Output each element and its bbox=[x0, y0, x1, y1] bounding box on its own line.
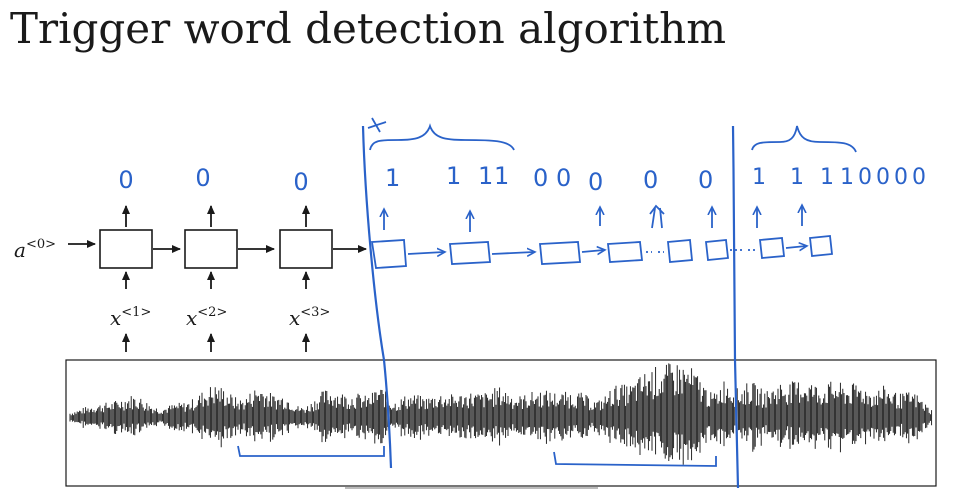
label-digit: 0 bbox=[556, 164, 571, 192]
input-label-2: x<2> bbox=[186, 305, 227, 330]
label-digit: 1 bbox=[840, 165, 854, 190]
output-label-1: 0 bbox=[118, 166, 133, 194]
label-digit: 1 bbox=[752, 165, 766, 190]
label-brace-2 bbox=[751, 125, 857, 153]
label-digit: 0 bbox=[643, 166, 658, 194]
label-group-1: 1 1 1 1 0 0 0 0 0 bbox=[385, 162, 713, 196]
audio-waveform bbox=[69, 363, 933, 465]
label-digit: 1 bbox=[494, 162, 509, 190]
handwritten-output-arrows bbox=[384, 206, 802, 232]
label-digit: 0 bbox=[858, 165, 872, 190]
label-digit: 1 bbox=[385, 164, 400, 192]
slide-title: Trigger word detection algorithm bbox=[10, 4, 727, 53]
waveform-bracket-1 bbox=[237, 445, 385, 457]
label-digit: 0 bbox=[698, 166, 713, 194]
rnn-cell-2 bbox=[184, 229, 238, 269]
hand-cell bbox=[449, 241, 491, 265]
trigger-marker-line-2 bbox=[731, 125, 740, 489]
rnn-cell-1 bbox=[99, 229, 153, 269]
hand-cell bbox=[539, 241, 581, 265]
label-digit: 1 bbox=[790, 165, 804, 190]
hand-cell bbox=[607, 241, 643, 263]
initial-activation-label: a<0> bbox=[14, 237, 56, 262]
waveform-trace bbox=[69, 363, 933, 465]
hand-cell bbox=[370, 239, 407, 269]
label-digit: 1 bbox=[478, 162, 493, 190]
hand-cell bbox=[809, 235, 833, 257]
input-label-1: x<1> bbox=[110, 305, 151, 330]
label-digit: 0 bbox=[588, 168, 603, 196]
scribble-mark bbox=[367, 117, 387, 133]
hand-cell bbox=[705, 239, 729, 261]
label-brace-1 bbox=[369, 123, 515, 151]
output-label-3: 0 bbox=[293, 168, 308, 196]
hand-cell bbox=[667, 239, 693, 263]
hand-cell bbox=[759, 237, 785, 259]
label-digit: 1 bbox=[820, 165, 834, 190]
rnn-cell-3 bbox=[279, 229, 333, 269]
label-group-2: 1 1 1 1 0 0 0 0 bbox=[752, 165, 926, 190]
label-digit: 1 bbox=[446, 162, 461, 190]
input-label-3: x<3> bbox=[289, 305, 330, 330]
trigger-marker-line-1 bbox=[361, 125, 393, 469]
waveform-bracket-2 bbox=[553, 451, 717, 467]
label-digit: 0 bbox=[894, 165, 908, 190]
output-label-2: 0 bbox=[195, 164, 210, 192]
label-digit: 0 bbox=[912, 165, 926, 190]
handwritten-rnn-chain bbox=[370, 235, 833, 269]
label-digit: 0 bbox=[876, 165, 890, 190]
label-digit: 0 bbox=[533, 164, 548, 192]
